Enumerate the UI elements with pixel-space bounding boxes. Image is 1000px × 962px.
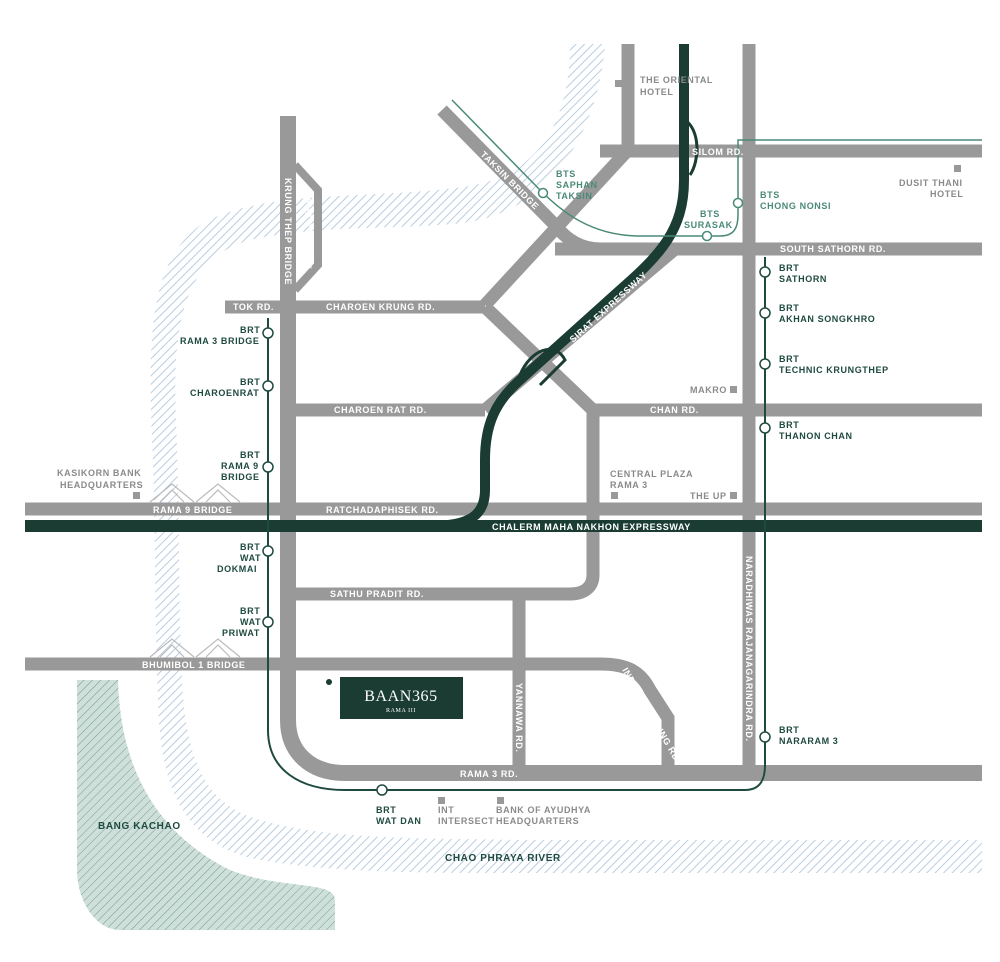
label-sathu-pradit: SATHU PRADIT RD. [330,589,424,599]
label-dusit-2: HOTEL [930,189,964,199]
label-saphan-taksin-3: TAKSIN [556,191,592,201]
label-brt-sathorn-2: SATHORN [779,274,827,284]
expressway-sirat [429,44,689,531]
label-brt-technic-2: TECHNIC KRUNGTHEP [779,365,889,375]
label-makro: MAKRO [690,385,727,395]
label-sirat: SIRAT EXPRESSWAY [568,270,649,345]
label-saphan-taksin-2: SAPHAN [556,180,598,190]
label-brt-wat-priwat-2: WAT [240,617,261,627]
project-logo: BAAN365 RAMA III [340,677,463,719]
label-oriental-1: THE ORIENTAL [640,75,713,85]
label-south-sathorn: SOUTH SATHORN RD. [780,244,886,254]
label-chan: CHAN RD. [650,405,699,415]
label-brt-technic-1: BRT [779,354,799,364]
label-rama3-bridge-road: RAMA 3 BRIDGE [303,190,313,269]
label-brt-nararam3-2: NARARAM 3 [779,736,838,746]
brt-line [267,257,766,791]
label-kasikorn-1: KASIKORN BANK [57,468,141,478]
label-surasak-1: BTS [700,209,720,219]
label-int-1: INT [438,805,454,815]
label-dusit-1: DUSIT THANI [899,178,963,188]
expressway-sirat-loop-2 [518,347,567,387]
label-charoen-krung: CHAROEN KRUNG RD. [326,302,435,312]
label-brt-akhan-1: BRT [779,303,799,313]
project-location-dot [326,679,332,685]
label-krung-thep-bridge: KRUNG THEP BRIDGE [283,178,293,285]
expressway-sirat-loop-1 [684,118,699,176]
label-brt-thanon-chan-1: BRT [779,420,799,430]
label-bank-ayudhya-2: HEADQUARTERS [496,816,579,826]
project-name: BAAN365 [364,688,438,705]
landmark-markers [133,80,961,804]
label-brt-wat-dokmai-1: BRT [240,542,260,552]
expressways [25,44,982,532]
label-brt-wat-priwat-3: PRIWAT [222,628,260,638]
label-the-up: THE UP [690,491,727,501]
label-central-1: CENTRAL PLAZA [610,469,693,479]
road-diagonal-se [288,302,600,601]
label-kasikorn-2: HEADQUARTERS [60,480,143,490]
label-brt-wat-dan-1: BRT [376,805,396,815]
bang-kachao-area [77,680,335,930]
rama9-bridge-truss-icon [149,483,241,503]
label-rama9-bridge: RAMA 9 BRIDGE [153,505,232,515]
label-brt-rama3-bridge-1: BRT [240,325,260,335]
road-bhumibol-east [288,657,675,773]
label-brt-rama9-2: RAMA 9 [221,461,259,471]
bts-station-markers [537,187,744,242]
label-brt-rama9-1: BRT [240,450,260,460]
project-subtitle: RAMA III [386,708,416,714]
label-brt-wat-dan-2: WAT DAN [376,816,422,826]
brt-station-markers [262,266,771,796]
label-brt-wat-dokmai-3: DOKMAI [217,564,257,574]
label-brt-wat-priwat-1: BRT [240,606,260,616]
label-brt-charoenrat-2: CHAROENRAT [190,388,259,398]
road-krung-thep-bridge [292,162,322,293]
label-silom: SILOM RD. [692,147,744,157]
label-chalerm: CHALERM MAHA NAKHON EXPRESSWAY [492,522,691,532]
road-rama3 [280,116,982,781]
label-bang-kachao: BANG KACHAO [98,821,181,832]
bts-line [451,99,982,237]
label-brt-thanon-chan-2: THANON CHAN [779,431,853,441]
road-oriental-connector [480,44,635,310]
label-rama3: RAMA 3 RD. [460,769,518,779]
label-central-2: RAMA 3 [610,480,648,490]
label-charoen-rat: CHAROEN RAT RD. [334,405,427,415]
label-tok: TOK RD. [233,302,274,312]
label-chong-nonsi-2: CHONG NONSI [760,201,831,211]
label-int-2: INTERSECT [438,816,494,826]
label-brt-wat-dokmai-2: WAT [240,553,261,563]
label-brt-sathorn-1: BRT [779,263,799,273]
label-naradhiwas: NARADHIWAS RAJANAGARINDRA RD. [744,556,754,742]
label-chao-phraya-river: CHAO PHRAYA RIVER [445,853,561,864]
label-brt-rama9-3: BRIDGE [221,472,260,482]
label-chong-nonsi-1: BTS [760,190,780,200]
label-brt-akhan-2: AKHAN SONGKHRO [779,314,875,324]
label-bank-ayudhya-1: BANK OF AYUDHYA [496,805,591,815]
label-brt-nararam3-1: BRT [779,725,799,735]
label-brt-rama3-bridge-2: RAMA 3 BRIDGE [180,336,259,346]
label-saphan-taksin-1: BTS [556,169,576,179]
label-yannawa: YANNAWA RD. [514,683,524,752]
label-brt-charoenrat-1: BRT [240,377,260,387]
road-network [25,44,982,781]
label-bhumibol: BHUMIBOL 1 BRIDGE [142,660,246,670]
label-ratchadaphisek: RATCHADAPHISEK RD. [326,505,439,515]
label-oriental-2: HOTEL [640,87,674,97]
label-surasak-2: SURASAK [684,220,733,230]
bhumibol-bridge-truss-icon [149,638,241,658]
